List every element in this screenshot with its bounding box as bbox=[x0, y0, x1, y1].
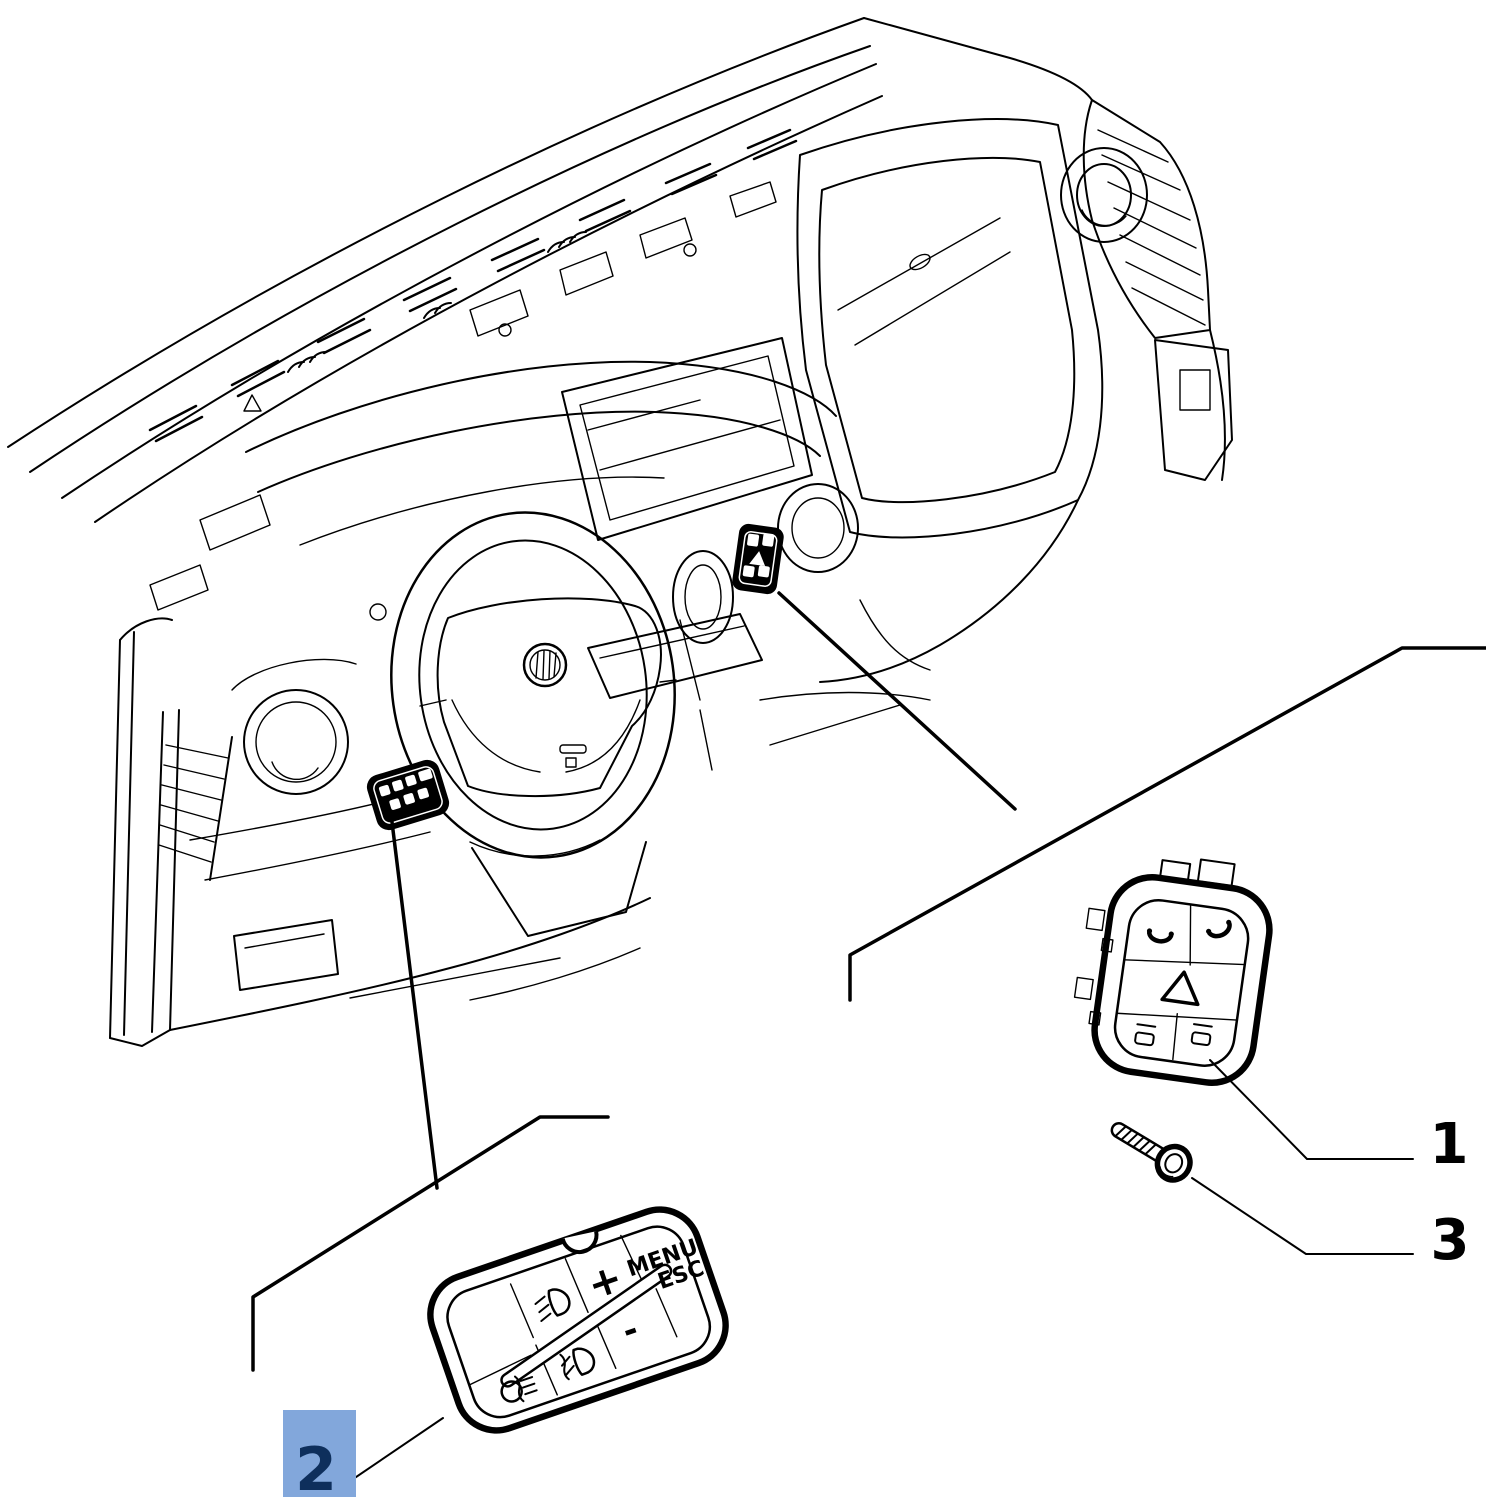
left-dash-end bbox=[109, 617, 651, 1047]
front-fog-icon bbox=[572, 1347, 596, 1376]
rear-fog-icon bbox=[500, 1380, 523, 1403]
detail-boundary-2 bbox=[251, 1115, 610, 1372]
end-call-button bbox=[1206, 919, 1232, 939]
low-beam-icon bbox=[547, 1288, 571, 1317]
brand-emblem-icon bbox=[909, 253, 931, 271]
storage-pocket bbox=[233, 919, 339, 991]
glovebox-panel bbox=[796, 118, 1104, 683]
fiat-badge-icon bbox=[522, 642, 568, 688]
callout-1-label[interactable]: 1 bbox=[1430, 1112, 1469, 1177]
leader-line-switch2 bbox=[390, 820, 439, 1190]
cluster-hood bbox=[231, 360, 837, 691]
dashboard-line-art bbox=[7, 17, 1233, 1047]
leader-lines bbox=[251, 591, 1486, 1493]
steering-wheel bbox=[390, 511, 677, 859]
callout-2-highlight[interactable]: 2 bbox=[283, 1410, 356, 1497]
low-beam-button bbox=[534, 1288, 571, 1322]
instrument-gauge bbox=[243, 689, 349, 795]
minus-button[interactable]: - bbox=[617, 1309, 643, 1351]
detail-boundary-1 bbox=[848, 646, 1486, 1002]
arrow-marker-icon bbox=[243, 394, 262, 412]
leader-line-callout3 bbox=[1191, 1177, 1414, 1255]
callout-2-label: 2 bbox=[295, 1435, 337, 1497]
hazard-triangle-icon bbox=[1160, 970, 1200, 1007]
end-call-icon bbox=[1207, 921, 1232, 939]
airbag-text-mark bbox=[559, 744, 587, 754]
window-switch-icon bbox=[1134, 1031, 1155, 1047]
switch-panel-1-detail bbox=[1073, 858, 1273, 1086]
switch-panel-1-installed bbox=[732, 523, 784, 595]
leader-line-switch1 bbox=[777, 591, 1017, 811]
call-button bbox=[1146, 928, 1174, 944]
screw-detail bbox=[1110, 1122, 1193, 1183]
window-switch-icon bbox=[1190, 1031, 1212, 1047]
callout-2-highlight-box bbox=[283, 1410, 356, 1497]
window-switch-buttons bbox=[1134, 1023, 1213, 1047]
dash-frame-details bbox=[149, 181, 777, 621]
front-fog-button bbox=[559, 1347, 596, 1381]
switch-panel-2-installed bbox=[366, 759, 450, 831]
side-clip bbox=[1085, 907, 1106, 932]
left-vent-grille bbox=[151, 709, 233, 1033]
callout-3-label[interactable]: 3 bbox=[1431, 1208, 1470, 1273]
right-side-vent bbox=[1060, 147, 1148, 243]
leader-line-callout1 bbox=[1209, 1059, 1414, 1160]
defroster-vents bbox=[148, 128, 798, 443]
call-icon bbox=[1146, 930, 1174, 944]
switch-panel-2-detail: + MENU ESC - bbox=[427, 1206, 729, 1434]
a-pillar-ribs bbox=[1082, 99, 1233, 481]
center-stack bbox=[587, 483, 931, 771]
center-display-recess bbox=[561, 337, 813, 541]
rear-fog-button bbox=[500, 1375, 538, 1403]
screw-head bbox=[1154, 1143, 1193, 1183]
steering-column bbox=[471, 841, 647, 937]
side-clip bbox=[1073, 976, 1094, 1001]
